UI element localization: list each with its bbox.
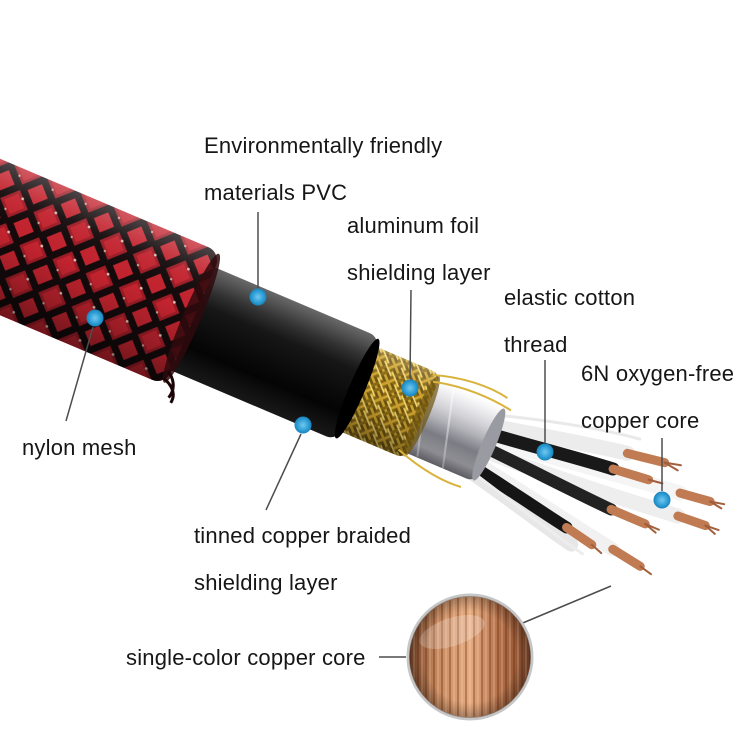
copper-core-inset (406, 593, 534, 721)
loose-braid-strands (397, 373, 512, 488)
label-aluminum-foil: aluminum foil shielding layer (347, 202, 491, 296)
marker-tinned-copper (294, 416, 312, 434)
label-aluminum-foil-line1: aluminum foil (347, 213, 480, 238)
cable-illustration (0, 143, 726, 576)
marker-copper-core (653, 491, 671, 509)
label-elastic-cotton-line1: elastic cotton (504, 285, 636, 310)
nylon-mesh-layer (0, 143, 221, 404)
label-elastic-cotton: elastic cotton thread (504, 274, 635, 368)
label-pvc-line1: Environmentally friendly (204, 133, 443, 158)
label-elastic-cotton-line2: thread (504, 332, 568, 357)
copper-strands (590, 461, 726, 576)
label-copper6n: 6N oxygen-free copper core (581, 350, 734, 444)
marker-pvc (249, 288, 267, 306)
label-tinned-copper-line2: shielding layer (194, 570, 338, 595)
cotton-thread (488, 412, 642, 441)
marker-aluminum-foil (401, 379, 419, 397)
label-pvc-line2: materials PVC (204, 180, 348, 205)
label-tinned-copper: tinned copper braided shielding layer (194, 512, 411, 606)
marker-dots (86, 288, 671, 509)
callout-line-foil (409, 289, 412, 380)
callout-lines (65, 212, 663, 658)
callout-line-inset-right (517, 585, 612, 626)
marker-nylon-mesh (86, 309, 104, 327)
label-tinned-copper-line1: tinned copper braided (194, 523, 412, 548)
label-copper6n-line1: 6N oxygen-free (581, 361, 735, 386)
label-pvc: Environmentally friendly materials PVC (204, 122, 442, 216)
callout-line-nylon (65, 326, 94, 422)
label-copper6n-line2: copper core (581, 408, 700, 433)
label-nylon-mesh: nylon mesh (22, 424, 137, 471)
callout-line-tinned (265, 433, 302, 511)
label-single-copper-line1: single-color copper core (126, 645, 366, 670)
label-nylon-mesh-line1: nylon mesh (22, 435, 137, 460)
cotton-thread (465, 466, 585, 556)
label-aluminum-foil-line2: shielding layer (347, 260, 491, 285)
copper-tips (562, 448, 715, 571)
label-single-copper: single-color copper core (126, 634, 366, 681)
marker-elastic-cotton (536, 443, 554, 461)
